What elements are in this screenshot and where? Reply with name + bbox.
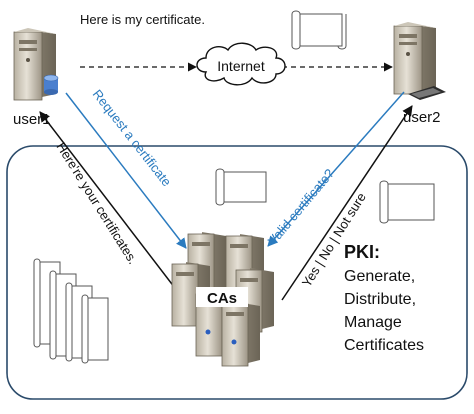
certificate-icon — [215, 168, 267, 206]
valid-arrow — [267, 91, 405, 247]
keyboard-icon — [408, 86, 446, 100]
heres-arrow — [39, 111, 179, 293]
cloud-icon — [196, 42, 286, 86]
database-icon — [43, 74, 59, 95]
pki-line-2: Distribute, — [344, 291, 416, 308]
certificate-stack-icon — [33, 258, 109, 364]
internet-label: Internet — [217, 58, 265, 74]
cas-label-box — [196, 287, 248, 307]
certificate-icon — [291, 10, 347, 50]
server-icon — [393, 22, 436, 95]
pki-line-1: Generate, — [344, 268, 415, 285]
pki-title: PKI: — [344, 242, 380, 262]
server-icon — [221, 302, 260, 367]
yesno-arrow — [281, 105, 413, 301]
request-arrow — [65, 92, 187, 249]
ca-server-cluster — [171, 232, 274, 367]
cas-label: CAs — [207, 290, 237, 307]
pki-line-3: Manage — [344, 314, 402, 331]
certificate-icon — [379, 180, 435, 224]
pki-line-4: Certificates — [344, 337, 424, 354]
top-message-label: Here is my certificate. — [80, 12, 205, 27]
